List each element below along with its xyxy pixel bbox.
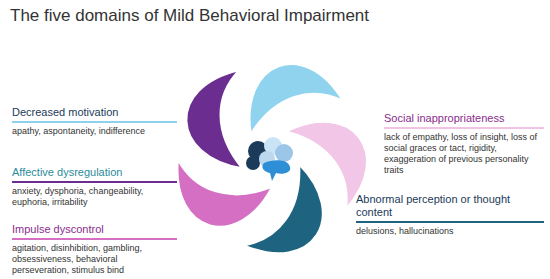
domain-heading: Decreased motivation [12,106,177,119]
diagram-title: The five domains of Mild Behavioral Impa… [10,6,369,26]
heading-underline [12,121,177,123]
heading-underline [356,221,544,223]
domain-block: Impulse dyscontrol agitation, disinhibiti… [12,223,177,276]
domain-symptoms: apathy, aspontaneity, indifference [12,126,177,137]
domain-symptoms: delusions, hallucinations [356,226,544,237]
domain-symptoms: lack of empathy, loss of insight, loss o… [384,132,544,176]
domain-block: Decreased motivation apathy, aspontaneity… [12,106,177,137]
domain-block: Social inappropriateness lack of empathy,… [384,112,544,176]
petal [174,69,274,182]
domain-symptoms: anxiety, dysphoria, changeability, eupho… [12,186,177,208]
heading-underline [384,127,544,129]
domain-symptoms: agitation, disinhibition, gambling, obse… [12,243,177,276]
domain-heading: Affective dysregulation [12,166,177,179]
domain-block: Affective dysregulation anxiety, dysphori… [12,166,177,208]
domain-heading: Abnormal perception or thought content [356,193,544,219]
domain-block: Abnormal perception or thought content de… [356,193,544,237]
heading-underline [12,181,177,183]
domain-heading: Impulse dyscontrol [12,223,177,236]
domain-heading: Social inappropriateness [384,112,544,125]
hub [239,126,301,188]
heading-underline [12,238,177,240]
brain-icon [246,137,293,181]
